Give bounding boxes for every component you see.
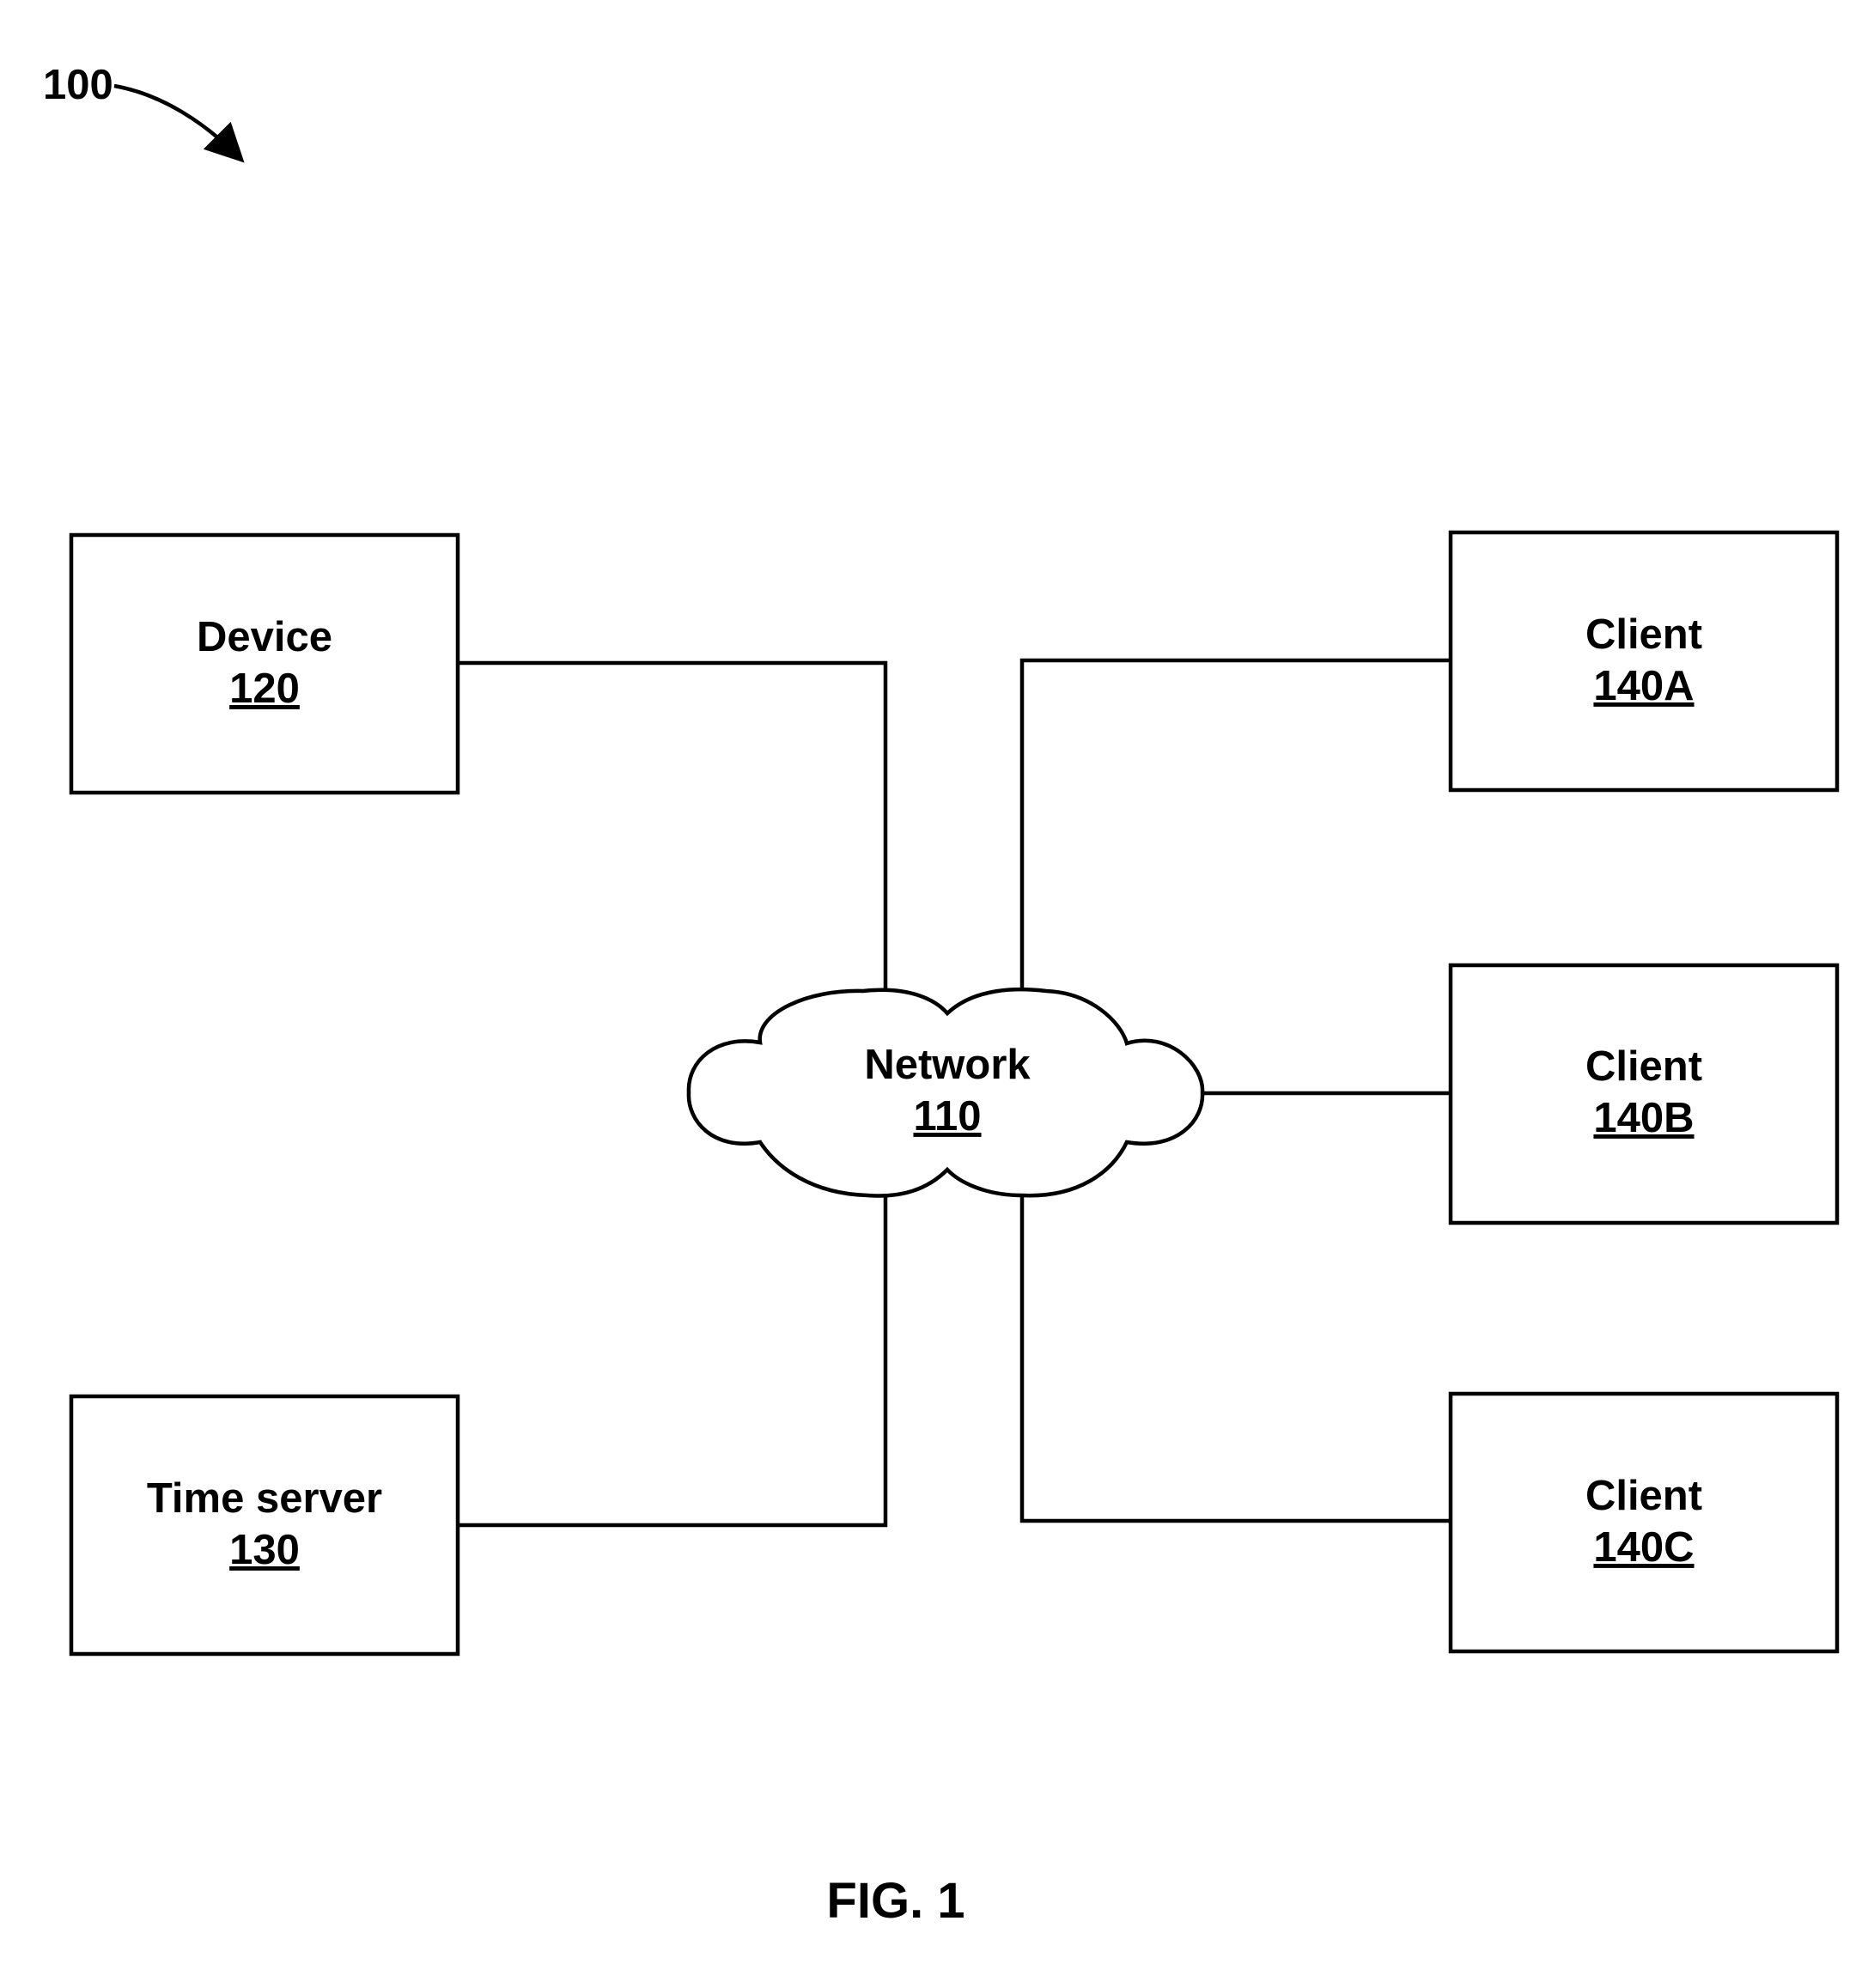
client-140a-box: Client 140A xyxy=(1451,532,1837,790)
client-140c-box: Client 140C xyxy=(1451,1394,1837,1651)
figure-caption: FIG. 1 xyxy=(826,1873,964,1929)
client-140a-label: Client xyxy=(1585,611,1702,658)
client-140a-ref: 140A xyxy=(1593,663,1694,709)
client-140b-label: Client xyxy=(1585,1043,1702,1090)
link-time-server-network xyxy=(458,1194,885,1525)
link-client-140c-network xyxy=(1022,1194,1451,1521)
device-ref: 120 xyxy=(229,666,300,712)
time-server-label: Time server xyxy=(147,1475,382,1522)
client-140b-ref: 140B xyxy=(1593,1095,1694,1141)
figure-ref-arrow xyxy=(114,86,236,155)
time-server-ref: 130 xyxy=(229,1527,300,1573)
device-label: Device xyxy=(197,614,332,660)
client-140c-label: Client xyxy=(1585,1473,1702,1519)
device-box: Device 120 xyxy=(71,535,458,793)
network-label: Network xyxy=(864,1042,1031,1088)
figure-ref-label: 100 xyxy=(43,62,113,108)
link-client-140a-network xyxy=(1022,660,1451,996)
link-device-network xyxy=(458,663,885,996)
time-server-box: Time server 130 xyxy=(71,1396,458,1654)
network-ref: 110 xyxy=(913,1093,981,1140)
network-cloud: Network 110 xyxy=(689,989,1202,1195)
client-140c-ref: 140C xyxy=(1593,1524,1694,1571)
client-140b-box: Client 140B xyxy=(1451,965,1837,1223)
